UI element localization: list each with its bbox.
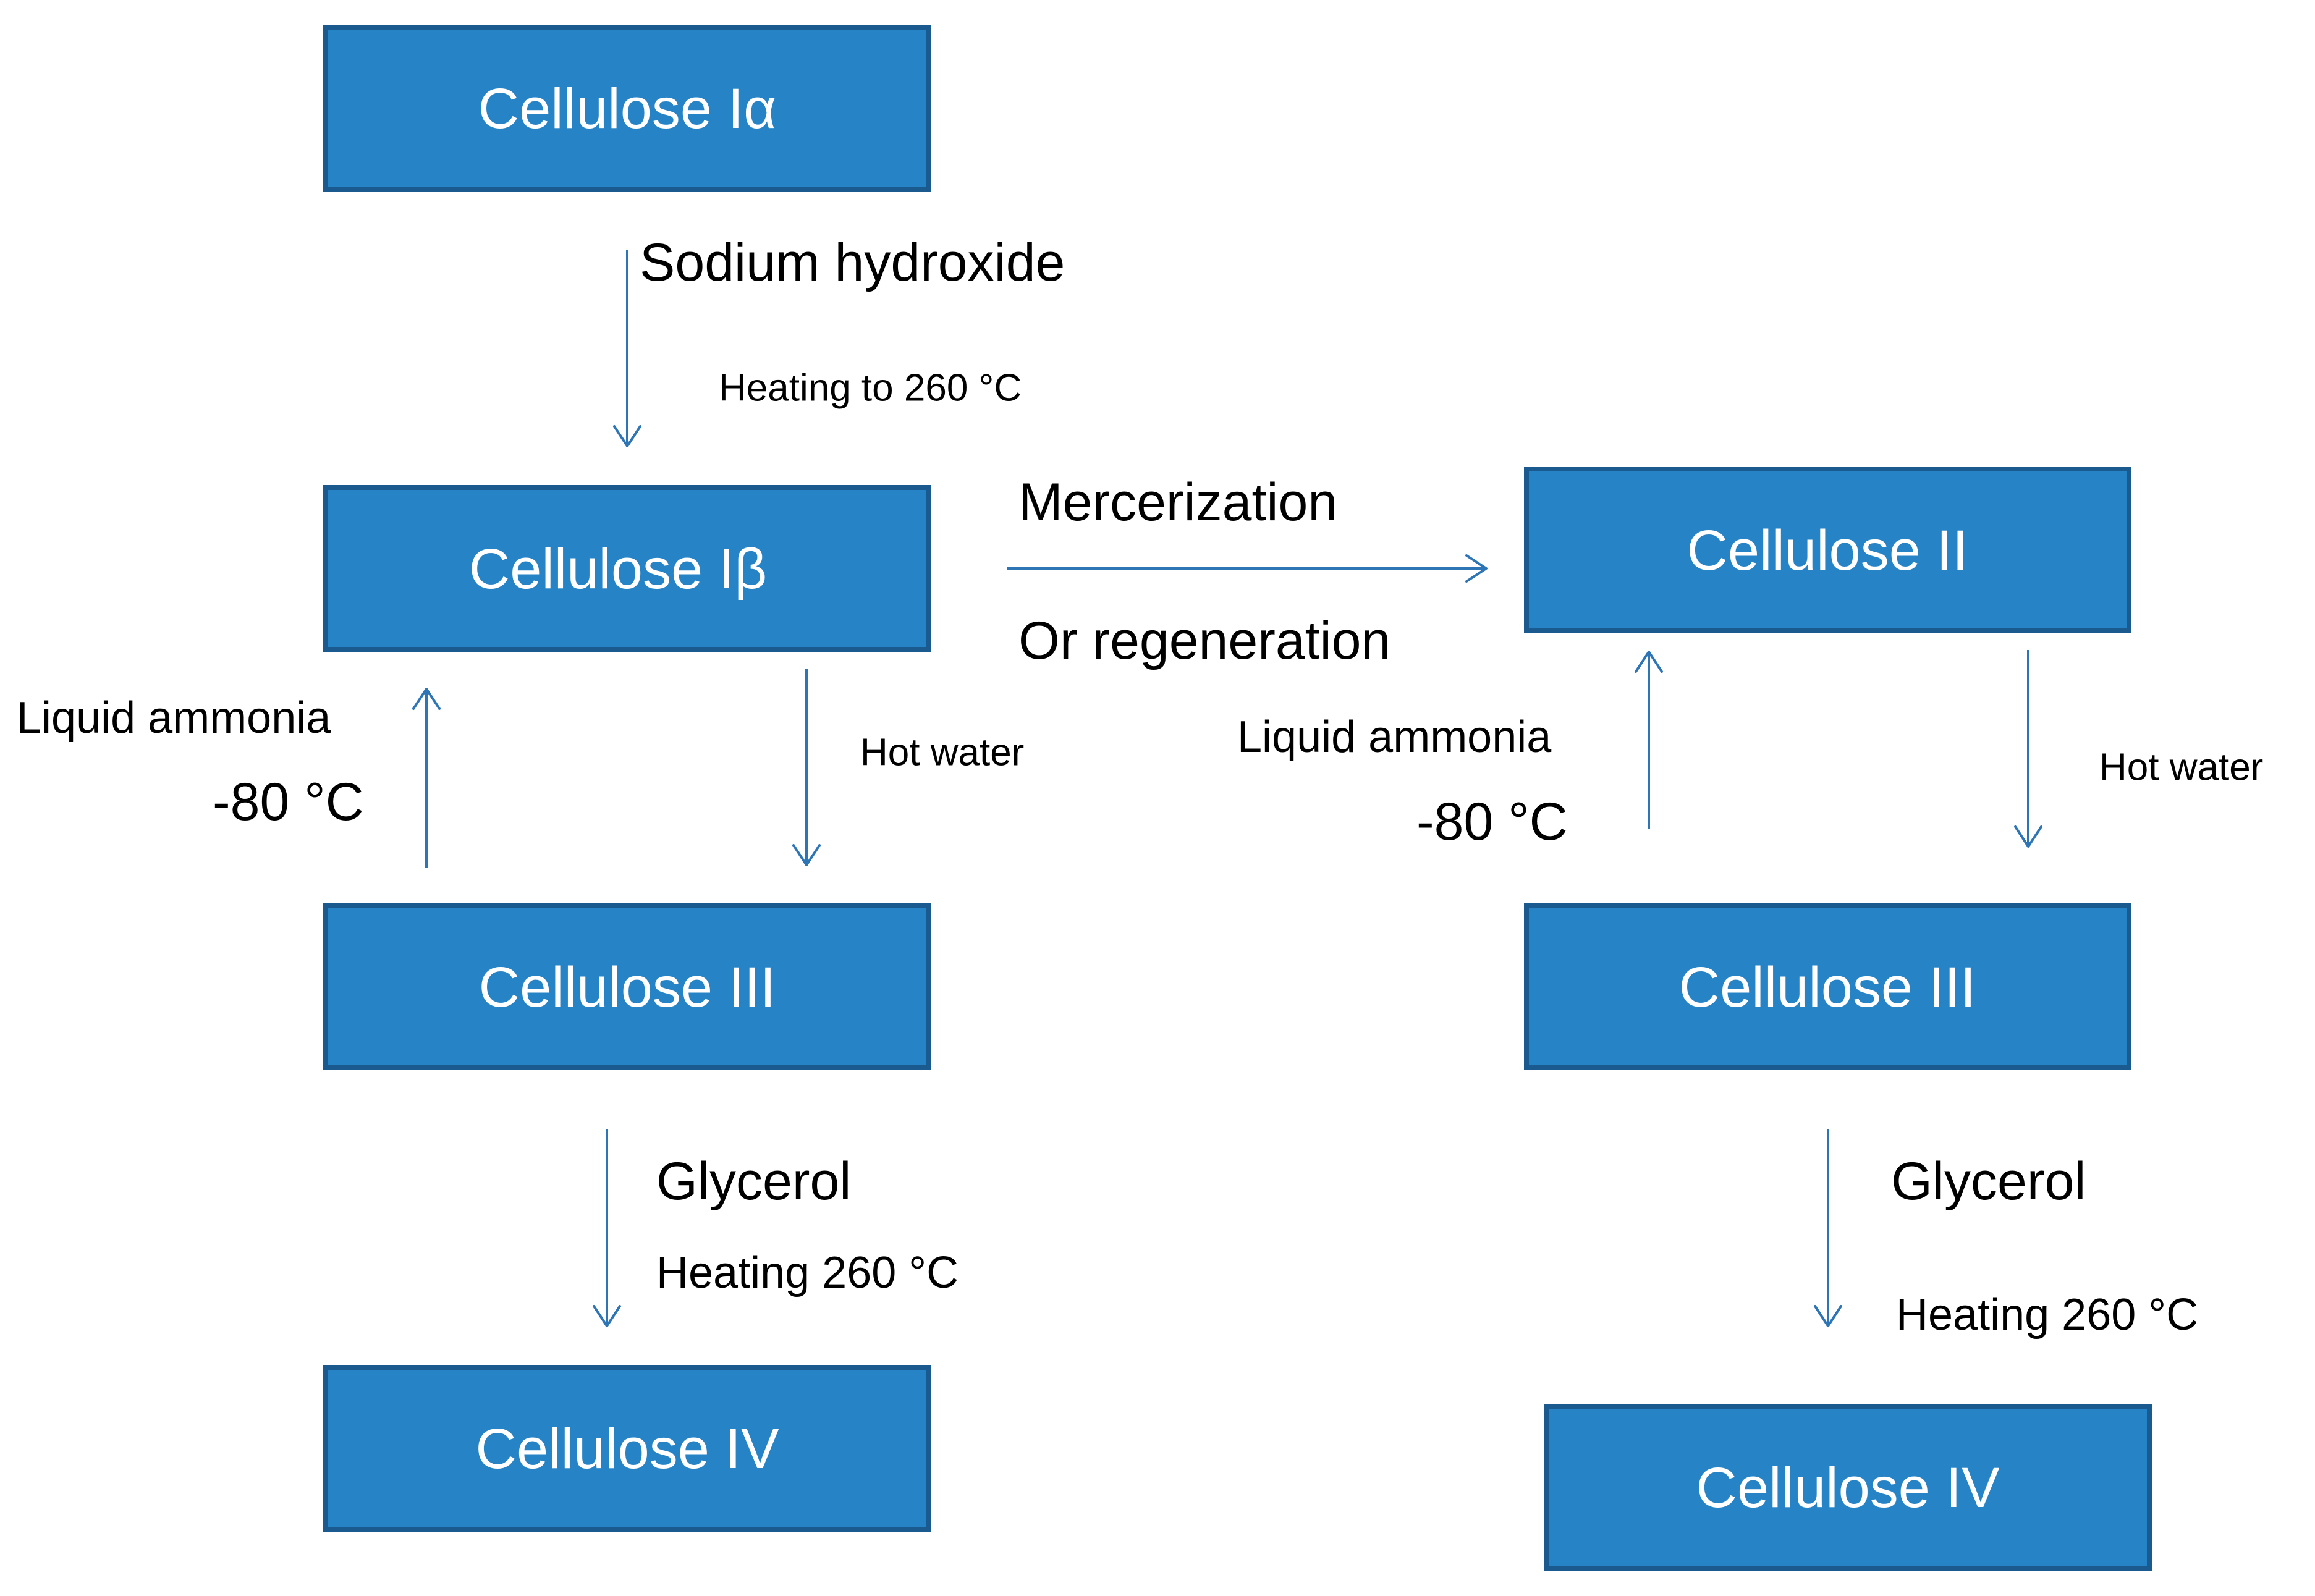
label-liquid-ammonia-right: Liquid ammonia [1237, 712, 1552, 762]
box-cellulose-1a: Cellulose Iα [323, 25, 931, 192]
label-minus80-right: -80 °C [1416, 792, 1568, 851]
label-hot-water-left: Hot water [860, 732, 1024, 774]
label-sodium-hydroxide: Sodium hydroxide [640, 233, 1065, 292]
label-liquid-ammonia-left: Liquid ammonia [17, 693, 331, 743]
label-heating-260-left: Heating 260 °C [656, 1248, 959, 1298]
arrow-3right-to-2 [1635, 651, 1663, 829]
arrow-3left-to-4left [593, 1129, 621, 1327]
arrow-3right-to-4right [1814, 1129, 1842, 1327]
box-cellulose-1b-label: Cellulose Iβ [469, 538, 767, 601]
label-hot-water-right: Hot water [2099, 746, 2263, 789]
box-cellulose-4-right-label: Cellulose IV [1696, 1456, 2000, 1519]
label-glycerol-left: Glycerol [656, 1152, 851, 1211]
label-heating-260-right: Heating 260 °C [1896, 1290, 2198, 1340]
label-or-regeneration: Or regeneration [1018, 611, 1390, 670]
box-cellulose-3-left: Cellulose III [323, 903, 931, 1070]
box-cellulose-2: Cellulose II [1524, 467, 2131, 633]
arrow-2-to-3right [2014, 650, 2042, 848]
box-cellulose-4-right: Cellulose IV [1544, 1404, 2152, 1571]
box-cellulose-1b: Cellulose Iβ [323, 485, 931, 652]
label-mercerization: Mercerization [1018, 473, 1337, 532]
arrow-1a-to-1b [613, 250, 641, 447]
box-cellulose-4-left-label: Cellulose IV [476, 1417, 779, 1480]
box-cellulose-3-right-label: Cellulose III [1679, 956, 1976, 1019]
arrow-1b-to-2 [1007, 554, 1488, 583]
box-cellulose-1a-label: Cellulose Iα [478, 77, 777, 140]
label-minus80-left: -80 °C [213, 772, 364, 832]
box-cellulose-2-label: Cellulose II [1687, 519, 1968, 582]
label-heating-to-260: Heating to 260 °C [719, 367, 1022, 410]
arrow-1b-to-3left [792, 669, 821, 866]
arrow-3left-to-1b [412, 688, 441, 868]
box-cellulose-3-right: Cellulose III [1524, 903, 2131, 1070]
label-glycerol-right: Glycerol [1891, 1152, 2086, 1211]
box-cellulose-3-left-label: Cellulose III [479, 956, 776, 1019]
box-cellulose-4-left: Cellulose IV [323, 1365, 931, 1532]
